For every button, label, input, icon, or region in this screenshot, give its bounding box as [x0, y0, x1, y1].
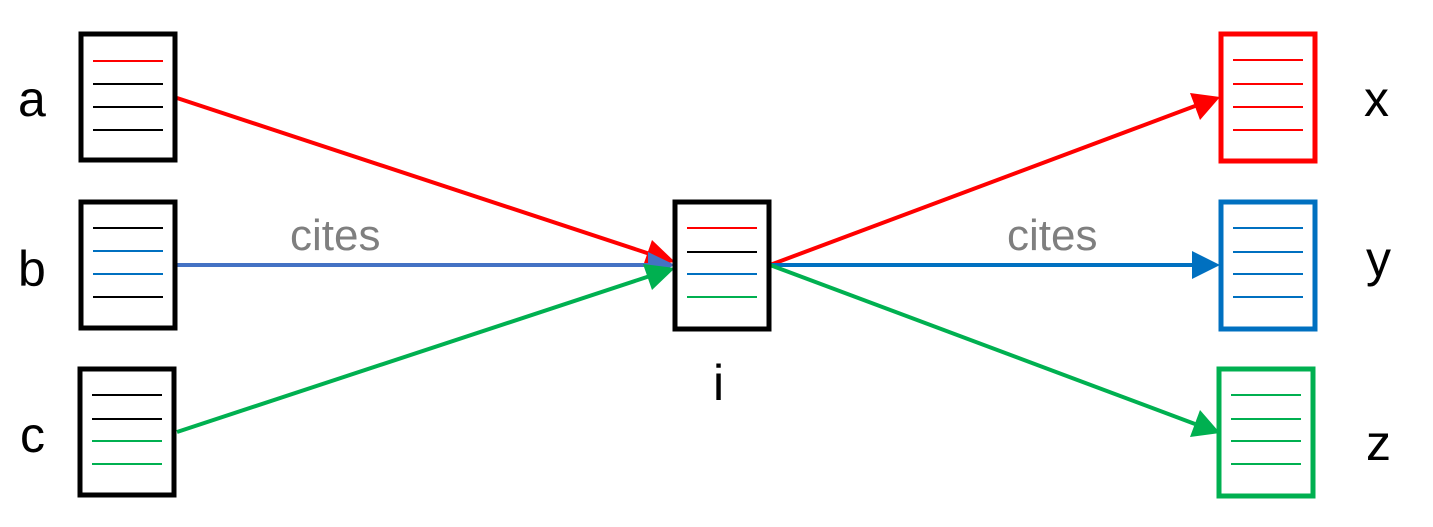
node-label-z: z: [1366, 415, 1391, 471]
document-icon: [78, 199, 178, 331]
document-node-z: [1216, 366, 1316, 499]
arrowhead-icon: [643, 264, 675, 290]
arrowhead-icon: [1192, 251, 1220, 279]
edge-i-to-y: [770, 251, 1220, 279]
edge-label-cites-left: cites: [290, 211, 380, 260]
document-icon: [1218, 31, 1318, 164]
document-node-x: [1218, 31, 1318, 164]
document-icon: [1216, 366, 1316, 499]
node-label-c: c: [20, 407, 45, 463]
document-icon: [672, 199, 772, 332]
node-label-i: i: [713, 355, 724, 411]
edge-b-to-i: [177, 252, 675, 278]
document-node-c: [77, 366, 177, 498]
node-label-y: y: [1366, 231, 1391, 287]
node-label-b: b: [18, 241, 46, 297]
edge-i-to-x: [769, 93, 1220, 267]
document-node-y: [1218, 199, 1318, 332]
arrowhead-icon: [1190, 93, 1220, 120]
edge-c-to-i: [176, 264, 675, 434]
document-node-a: [78, 31, 178, 163]
document-node-i: [672, 199, 772, 332]
document-icon: [1218, 199, 1318, 332]
node-label-a: a: [18, 71, 46, 127]
document-icon: [77, 366, 177, 498]
edge-i-to-z: [769, 263, 1220, 437]
document-node-b: [78, 199, 178, 331]
arrowhead-icon: [1190, 410, 1220, 437]
edge-a-to-i: [176, 96, 675, 266]
node-label-x: x: [1364, 71, 1389, 127]
edge-label-cites-right: cites: [1007, 211, 1097, 260]
document-icon: [78, 31, 178, 163]
